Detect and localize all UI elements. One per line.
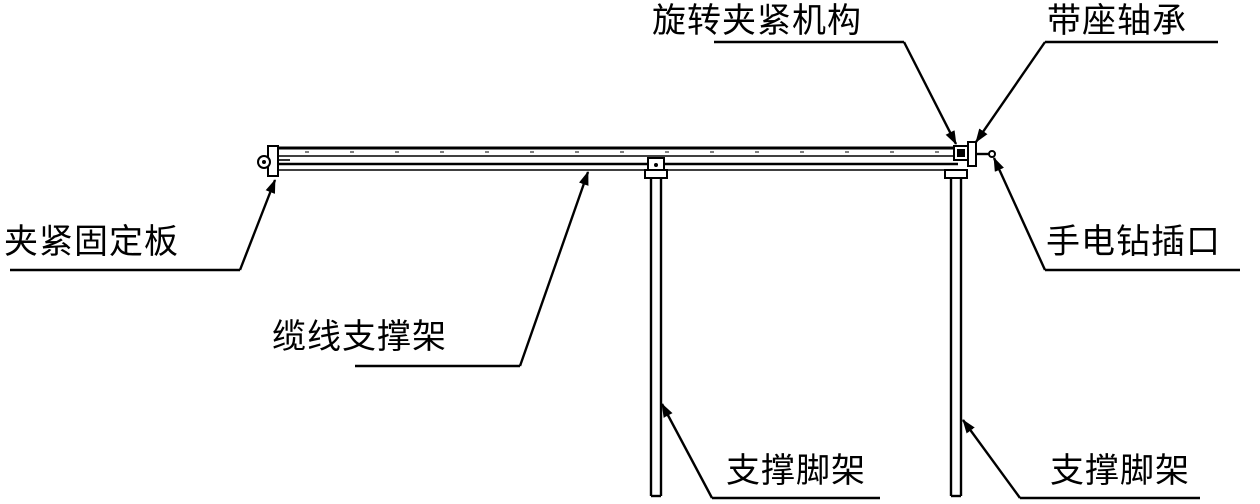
label-clamp-plate: 夹紧固定板: [4, 222, 179, 262]
label-rotary-clamp: 旋转夹紧机构: [652, 1, 862, 41]
leader-clamp-plate: [10, 179, 277, 272]
label-drill-socket: 手电钻插口: [1046, 222, 1221, 262]
label-cable-rack: 缆线支撑架: [272, 317, 447, 357]
leader-leg-left: [660, 403, 880, 500]
leader-drill-socket: [992, 157, 1240, 272]
bearing-seat-part: [967, 141, 996, 167]
leader-bearing-seat: [975, 40, 1218, 143]
label-support-leg-right: 支撑脚架: [1050, 451, 1190, 491]
leader-leg-right: [962, 419, 1200, 500]
cable-rack-beam: [272, 146, 968, 171]
leader-cable-rack: [355, 171, 590, 368]
label-support-leg-left: 支撑脚架: [726, 451, 866, 491]
support-leg-right: [944, 169, 968, 498]
support-leg-left: [644, 169, 668, 498]
rotary-clamp-part: [953, 145, 969, 161]
label-bearing-seat: 带座轴承: [1047, 1, 1187, 41]
leader-rotary-clamp: [714, 40, 958, 145]
clamp-plate-part: [257, 145, 290, 177]
